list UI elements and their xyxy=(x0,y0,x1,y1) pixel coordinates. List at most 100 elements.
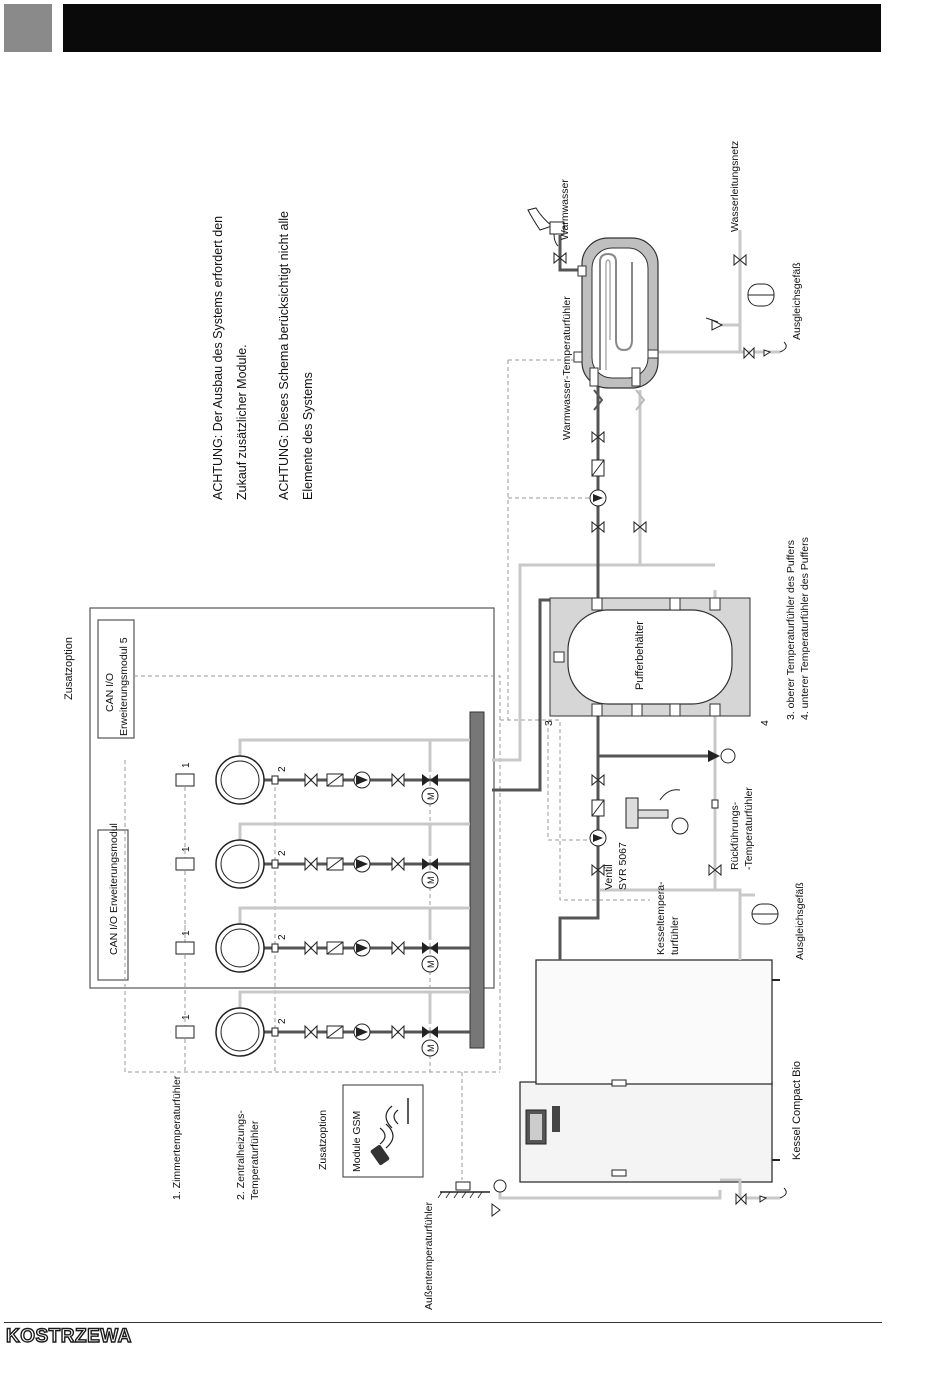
dhw-charging-components xyxy=(589,389,647,534)
actuator-motor-icon xyxy=(421,787,439,805)
boiler-sensor-label-2: turfühler xyxy=(669,916,681,955)
ball-valve-icon xyxy=(708,863,722,877)
room-sensor-label: 1. Zimmertemperaturfühler xyxy=(171,1075,183,1200)
header-accent-square xyxy=(4,4,52,52)
heating-sensor-icon xyxy=(271,1027,279,1037)
zusatzoption-frame xyxy=(89,607,495,989)
heating-circuit-1: 1 2M xyxy=(175,990,470,1057)
ball-valve-icon xyxy=(304,1024,318,1040)
circuit-num-2: 2 xyxy=(277,850,288,856)
floor-heating-loop-icon xyxy=(215,755,265,805)
expansion-vessel-label-2: Ausgleichsgefäß xyxy=(791,262,803,340)
circuit-num-1: 1 xyxy=(181,930,192,936)
circuit-num-1: 1 xyxy=(181,1014,192,1020)
valve-label-1: Ventil xyxy=(603,864,615,890)
ball-valve-icon xyxy=(633,520,647,534)
circuit-num-2: 2 xyxy=(277,934,288,940)
mobile-phone-icon xyxy=(370,1123,394,1166)
can-module-5-line-2: Erweiterungsmodul 5 xyxy=(118,637,130,736)
expansion-vessel-label-1: Ausgleichsgefäß xyxy=(794,882,806,960)
ball-valve-icon xyxy=(304,772,318,788)
return-mixing-valve-icon xyxy=(720,748,736,764)
heating-sensor-icon xyxy=(271,943,279,953)
ball-valve-icon xyxy=(391,772,405,788)
can-module-5-box xyxy=(97,619,135,739)
floor-heating-loop-icon xyxy=(215,923,265,973)
return-sensor-label-1: Rückführungs- xyxy=(729,801,741,870)
gsm-module-box xyxy=(342,1084,424,1178)
water-tap-icon xyxy=(527,207,565,247)
floor-heating-loop-icon xyxy=(215,1007,265,1057)
header-bar xyxy=(63,4,881,52)
buffer-label: Pufferbehälter xyxy=(634,621,646,690)
ball-valve-icon xyxy=(735,1192,747,1206)
floor-heating-loop-icon xyxy=(215,839,265,889)
heating-sensor-label-1: 2. Zentralheizungs- xyxy=(235,1110,247,1200)
ball-valve-icon xyxy=(733,253,747,267)
thermal-valve-icon xyxy=(625,789,689,835)
boiler-circuit-components xyxy=(589,748,736,877)
buffer-sensor-4-label: 4. unterer Temperaturfühler des Puffers xyxy=(799,537,811,720)
mixing-valve-icon xyxy=(422,858,438,870)
dhw-tank xyxy=(573,237,659,389)
boiler-sensor-label-1: Kesseltempera- xyxy=(655,881,667,955)
motor-label: M xyxy=(426,1045,436,1053)
heating-sensor-icon xyxy=(271,859,279,869)
dhw-sensor-label: Warmwasser-Temperaturfühler xyxy=(561,296,573,440)
mixing-valve-icon xyxy=(422,774,438,786)
ball-valve-icon xyxy=(743,346,755,360)
warm-water-label: Warmwasser xyxy=(559,179,571,240)
actuator-motor-icon xyxy=(421,1039,439,1057)
boiler xyxy=(519,959,780,1183)
ball-valve-icon xyxy=(304,940,318,956)
room-sensor-icon xyxy=(175,941,195,955)
kostrzewa-logo: KOSTRZEWA xyxy=(5,1325,132,1347)
motor-label: M xyxy=(426,961,436,969)
note-1-line-1: ACHTUNG: Der Ausbau des Systems erforder… xyxy=(211,216,225,500)
heating-circuit-2: 1 2M xyxy=(175,906,470,973)
buffer-sensor-3-label: 3. oberer Temperaturfühler des Puffers xyxy=(785,540,797,720)
safety-valve-icon xyxy=(491,1203,501,1217)
note-2-line-1: ACHTUNG: Dieses Schema berücksichtigt ni… xyxy=(277,211,291,500)
heating-circuit-3: 1 2M xyxy=(175,822,470,889)
ball-valve-icon xyxy=(391,940,405,956)
circuit-num-1: 1 xyxy=(181,762,192,768)
note-1-line-2: Zukauf zusätzlicher Module. xyxy=(235,344,249,500)
ball-valve-icon xyxy=(591,863,605,877)
ball-valve-icon xyxy=(591,520,605,534)
mixing-valve-icon xyxy=(422,1026,438,1038)
circuit-num-2: 2 xyxy=(277,1018,288,1024)
actuator-motor-icon xyxy=(421,871,439,889)
circuit-num-1: 1 xyxy=(181,846,192,852)
buffer-tank xyxy=(549,597,751,717)
return-pipe xyxy=(238,822,470,842)
motor-label: M xyxy=(426,877,436,885)
can-module-5-line-1: CAN I/O xyxy=(104,673,116,712)
footer-divider xyxy=(4,1322,882,1323)
valve-label-2: SYR 5067 xyxy=(617,842,629,890)
gsm-module-label: Module GSM xyxy=(351,1111,363,1172)
ball-valve-icon xyxy=(304,856,318,872)
outdoor-sensor-icon xyxy=(437,1181,490,1199)
warning-notes: ACHTUNG: Der Ausbau des Systems erforder… xyxy=(211,211,315,500)
room-sensor-icon xyxy=(175,1025,195,1039)
return-pipe xyxy=(238,906,470,926)
water-net-label: Wasserleitungsnetz xyxy=(729,141,741,232)
return-pipe xyxy=(238,990,470,1010)
ball-valve-icon xyxy=(391,1024,405,1040)
return-sensor-label-2: -Temperaturfühler xyxy=(743,787,755,870)
heating-circuit-4: 12M xyxy=(175,738,470,805)
distribution-manifold xyxy=(469,711,485,1049)
ball-valve-icon xyxy=(391,856,405,872)
heating-sensor-label-2: Temperaturfühler xyxy=(249,1120,261,1200)
zusatzoption-top-label: Zusatzoption xyxy=(63,637,75,700)
expansion-vessel-icon-1 xyxy=(740,893,779,925)
can-module-label: CAN I/O Erweiterungsmodul xyxy=(108,823,120,955)
ball-valve-icon xyxy=(553,251,567,265)
room-sensor-icon xyxy=(175,857,195,871)
note-2-line-2: Elemente des Systems xyxy=(301,372,315,500)
heating-sensor-icon xyxy=(271,775,279,785)
boiler-label: Kessel Compact Bio xyxy=(791,1061,803,1160)
